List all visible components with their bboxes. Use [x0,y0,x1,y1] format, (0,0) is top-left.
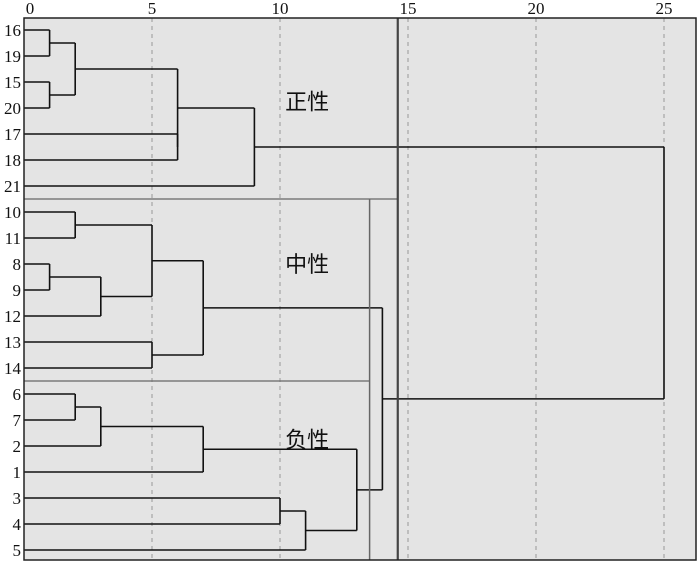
leaf-label: 21 [4,177,21,196]
leaf-label: 4 [13,515,22,534]
x-tick-label: 0 [26,0,35,18]
leaf-label: 11 [5,229,21,248]
leaf-label: 20 [4,99,21,118]
leaf-label: 19 [4,47,21,66]
grid-layer [151,18,665,560]
x-tick-label: 10 [272,0,289,18]
group-label: 中性 [285,253,329,278]
leaf-label: 5 [13,541,22,560]
x-tick-label: 20 [528,0,545,18]
leaf-label: 18 [4,151,21,170]
x-tick-label: 15 [400,0,417,18]
leaf-label: 16 [4,21,21,40]
leaf-label: 7 [13,411,22,430]
leaf-label: 17 [4,125,22,144]
leaf-label: 8 [13,255,22,274]
branch-layer [24,29,665,551]
plot-background [24,18,696,560]
group-label: 正性 [285,91,329,116]
group-label: 负性 [285,429,329,454]
cut-layer [368,18,399,560]
dendrogram-branch [254,146,665,400]
x-tick-label: 25 [656,0,673,18]
leaf-label: 1 [13,463,22,482]
leaf-label: 2 [13,437,22,456]
leaf-label: 9 [13,281,22,300]
tick-layer: 0 5 10 15 20 25 [26,0,673,18]
leaf-label: 3 [13,489,22,508]
leaf-label: 14 [4,359,22,378]
leaf-label: 13 [4,333,21,352]
divider-layer [24,198,398,382]
x-tick-label: 5 [148,0,157,18]
leaf-label: 10 [4,203,21,222]
plot-frame [23,17,697,561]
leaf-label: 15 [4,73,21,92]
leaf-label: 6 [13,385,22,404]
leaf-label: 12 [4,307,21,326]
